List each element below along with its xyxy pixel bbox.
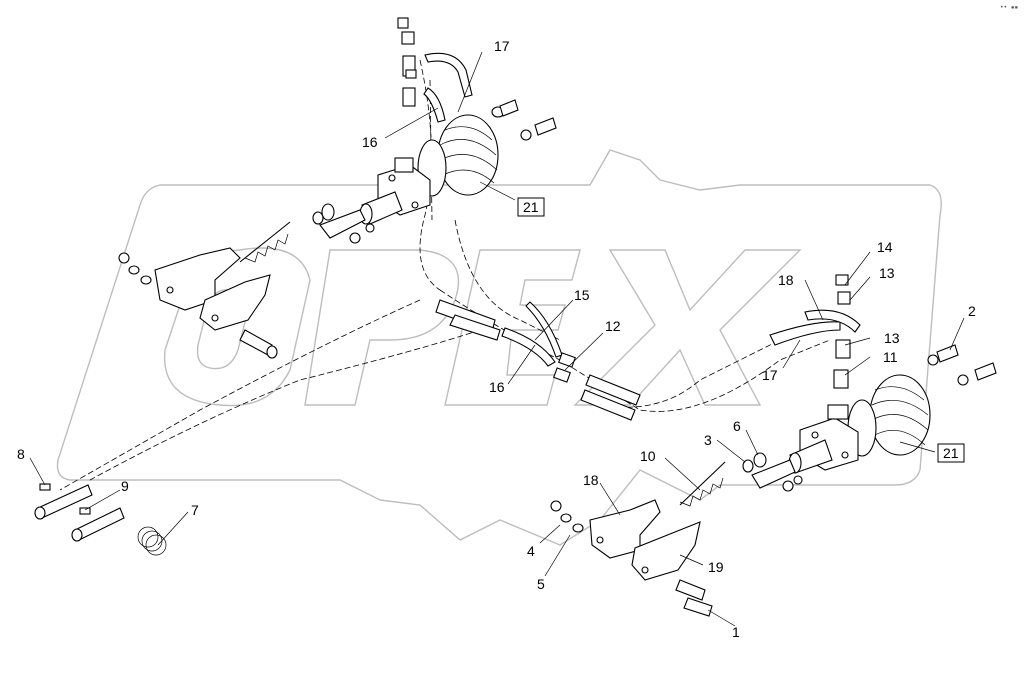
fittings-upper: [397, 17, 557, 141]
callout-9: 9: [121, 478, 129, 494]
callout-13: 13: [884, 330, 900, 346]
bracket-assembly-lower: [550, 461, 726, 617]
callout-6: 6: [733, 418, 741, 434]
callout-21-upper-box: [517, 197, 545, 217]
leader-lines: [29, 51, 965, 627]
callout-19: 18: [583, 472, 599, 488]
callout-18-right: 18: [778, 272, 794, 288]
callout-21-right: 21: [943, 445, 959, 461]
bellows-right: [847, 374, 931, 457]
callout-14: 13: [879, 265, 895, 281]
callout-20: 19: [708, 559, 724, 575]
callout-8: 8: [17, 446, 25, 462]
center-parts: [435, 299, 641, 421]
bracket-assembly-upper: [118, 221, 291, 359]
callout-labels: 17 16 21 15 12 16 14 13 18 13 11 17 2 21…: [17, 38, 976, 640]
pins-and-rings: [34, 483, 167, 556]
callout-17-upper: 16: [362, 134, 378, 150]
callout-16-upper: 15: [574, 287, 590, 303]
callout-5: 5: [537, 576, 545, 592]
callout-3: 3: [704, 432, 712, 448]
callout-1: 1: [732, 624, 740, 640]
callout-17-right: 17: [762, 367, 778, 383]
callout-21-right-box: [937, 443, 965, 463]
cylinder-assembly-upper: [312, 114, 499, 244]
callout-15: 14: [877, 239, 893, 255]
callout-18-upper: 17: [494, 38, 510, 54]
callout-11: 11: [883, 349, 898, 365]
callout-21-upper: 21: [523, 199, 539, 215]
callout-10: 10: [640, 448, 656, 464]
opex-watermark: [56, 149, 942, 546]
callout-16-lower: 16: [489, 379, 505, 395]
callout-12: 12: [605, 318, 621, 334]
callout-7: 7: [191, 502, 199, 518]
callout-4: 4: [527, 543, 535, 559]
fittings-right: [769, 274, 997, 389]
cylinder-assembly-right: [742, 374, 931, 492]
callout-2: 2: [968, 303, 976, 319]
corner-mark: •• ▪▪: [1000, 4, 1018, 11]
